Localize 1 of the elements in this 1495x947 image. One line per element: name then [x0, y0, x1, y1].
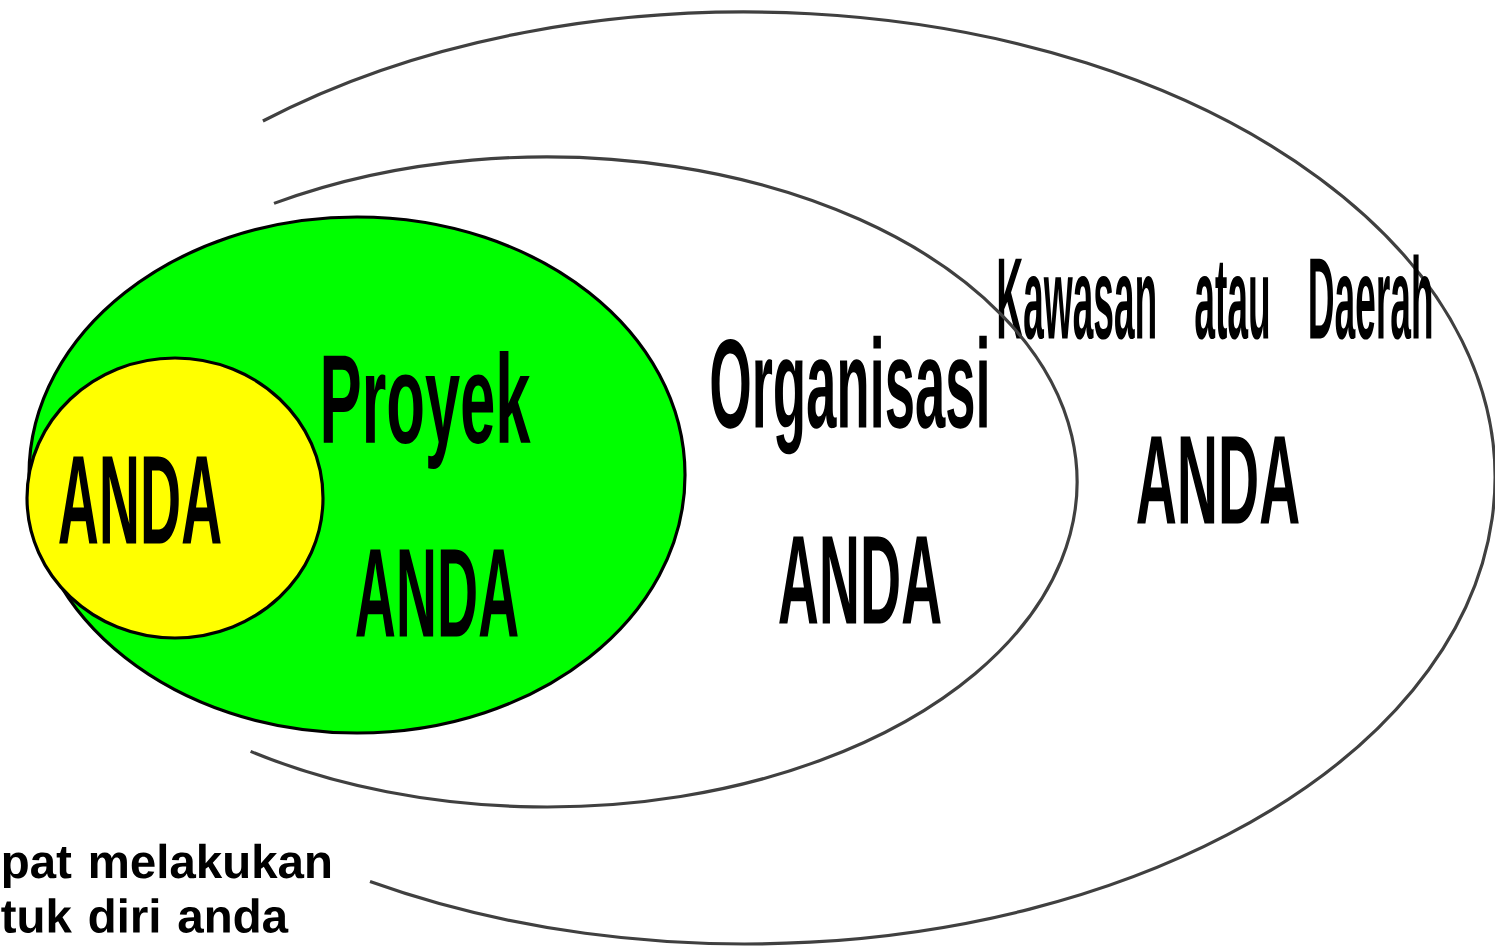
- note-text: pat melakukan tuk diri anda: [1, 843, 330, 933]
